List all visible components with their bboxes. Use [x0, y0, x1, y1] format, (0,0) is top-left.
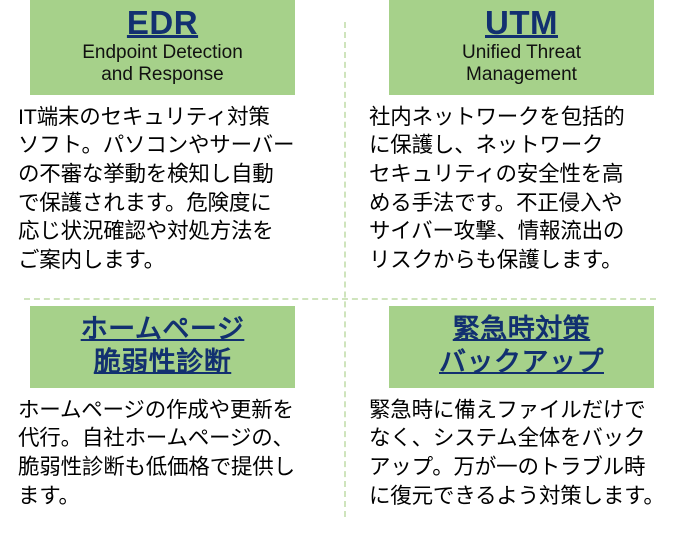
panel-emergency-backup-banner: 緊急時対策 バックアップ: [389, 306, 654, 388]
panel-utm-banner: UTM Unified Threat Management: [389, 0, 654, 95]
panel-website-vulnerability-diagnosis-banner: ホームページ 脆弱性診断: [30, 306, 295, 388]
panel-emergency-backup-description: 緊急時に備えファイルだけで なく、システム全体をバック アップ。万が一のトラブル…: [369, 397, 665, 508]
panel-utm-expansion: Unified Threat Management: [462, 41, 581, 86]
panel-utm-description: 社内ネットワークを包括的 に保護し、ネットワーク セキュリティの安全性を高 める…: [369, 104, 625, 272]
panel-edr-description: IT端末のセキュリティ対策 ソフト。パソコンやサーバー の不審な挙動を検知し自動…: [18, 104, 295, 272]
vertical-divider: [344, 22, 346, 517]
panel-emergency-backup: 緊急時対策 バックアップ 緊急時に備えファイルだけで なく、システム全体をバック…: [355, 306, 700, 510]
panel-website-vulnerability-diagnosis: ホームページ 脆弱性診断 ホームページの作成や更新を 代行。自社ホームページの、…: [0, 306, 345, 510]
panel-edr-expansion: Endpoint Detection and Response: [82, 41, 243, 86]
panel-utm: UTM Unified Threat Management 社内ネットワークを包…: [355, 0, 700, 274]
panel-edr-banner: EDR Endpoint Detection and Response: [30, 0, 295, 95]
panel-emergency-backup-title: 緊急時対策 バックアップ: [439, 314, 604, 377]
panel-website-vulnerability-diagnosis-description: ホームページの作成や更新を 代行。自社ホームページの、 脆弱性診断も低価格で提供…: [18, 397, 295, 508]
panel-utm-acronym: UTM: [485, 4, 558, 41]
panel-edr-acronym: EDR: [126, 4, 199, 41]
panel-edr: EDR Endpoint Detection and Response IT端末…: [0, 0, 345, 274]
panel-website-vulnerability-diagnosis-title: ホームページ 脆弱性診断: [80, 314, 245, 377]
horizontal-divider: [24, 298, 656, 300]
